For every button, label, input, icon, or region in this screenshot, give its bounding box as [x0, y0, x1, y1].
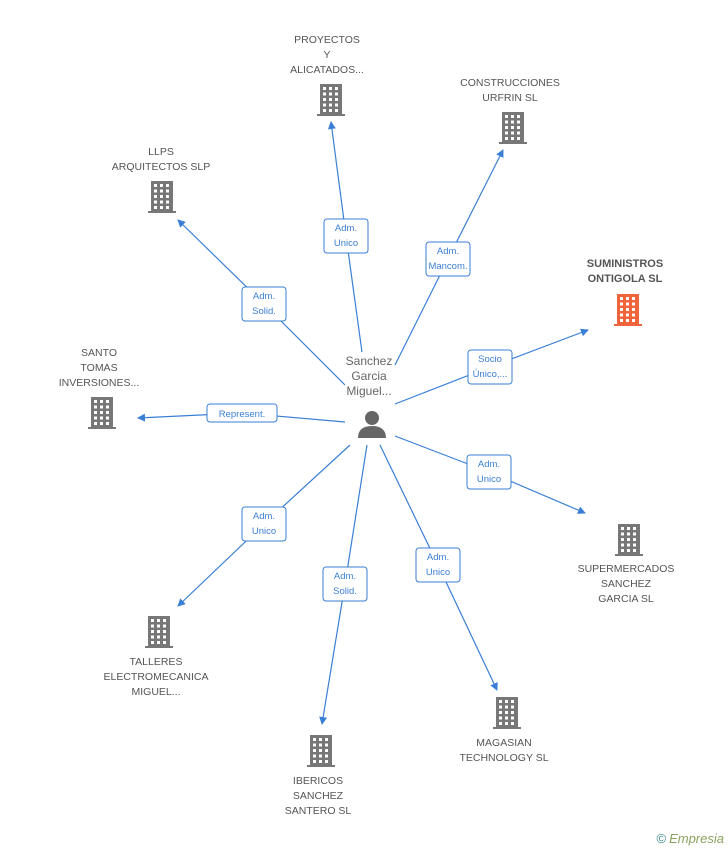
company-label: SANTO [81, 347, 117, 359]
edge-label-badge[interactable]: Adm. Unico [415, 547, 461, 583]
company-node-llps[interactable]: LLPS ARQUITECTOS SLP [112, 146, 210, 213]
edge-label-badge[interactable]: Adm. Unico [241, 506, 287, 542]
company-label: LLPS [148, 146, 174, 158]
edge-label-text: Adm. [334, 571, 356, 582]
edge-label-box [206, 403, 278, 423]
company-node-supermercados[interactable]: SUPERMERCADOS SANCHEZ GARCIA SL [578, 524, 675, 605]
company-node-proyectos[interactable]: PROYECTOS Y ALICATADOS... [290, 34, 364, 116]
edge-label-text: Socio [478, 354, 502, 365]
company-label: Y [323, 49, 330, 61]
company-label: SUMINISTROS [587, 258, 663, 270]
building-icon [307, 735, 335, 767]
company-label: ONTIGOLA SL [588, 273, 663, 285]
person-node[interactable]: SanchezGarciaMiguel... [346, 354, 393, 438]
company-label: ELECTROMECANICA [103, 671, 208, 683]
edge-supermercados: Adm. Unico [394, 435, 586, 514]
edge-label-text: Adm. [427, 552, 449, 563]
company-label: SANCHEZ [293, 790, 344, 802]
edge-label-text: Adm. [478, 459, 500, 470]
edge-label-badge[interactable]: SocioÚnico,... [467, 349, 513, 385]
footer-brand[interactable]: ©Empresia [656, 831, 724, 846]
edge-label-box [241, 286, 287, 322]
edge-label-badge[interactable]: Adm. Solid. [241, 286, 287, 322]
edge-label-text: Represent. [219, 409, 265, 420]
edge-label-text: Adm. [253, 511, 275, 522]
edge-label-box [241, 506, 287, 542]
edge-label-badge[interactable]: Adm. Solid. [322, 566, 368, 602]
company-node-construcciones[interactable]: CONSTRUCCIONES URFRIN SL [460, 77, 560, 144]
person-label: Garcia [351, 369, 387, 383]
company-label: INVERSIONES... [59, 377, 140, 389]
edge-label-text: Unico [426, 567, 450, 578]
building-icon [493, 697, 521, 729]
edge-llps: Adm. Solid. [177, 219, 346, 386]
edge-label-box [425, 241, 471, 277]
edge-label-text: Único,... [473, 369, 508, 380]
edge-label-text: Solid. [252, 306, 276, 317]
company-label: TALLERES [130, 656, 183, 668]
copyright-symbol: © [656, 831, 667, 846]
edge-label-badge[interactable]: Adm. Unico [466, 454, 512, 490]
edge-label-text: Unico [477, 474, 501, 485]
building-icon [148, 181, 176, 213]
edge-label-text: Mancom. [428, 261, 467, 272]
company-label: URFRIN SL [482, 92, 538, 104]
edge-talleres: Adm. Unico [177, 444, 351, 607]
company-node-ibericos[interactable]: IBERICOS SANCHEZ SANTERO SL [285, 735, 352, 817]
company-label: CONSTRUCCIONES [460, 77, 560, 89]
edge-label-box [323, 218, 369, 254]
edge-santo: Represent. [137, 403, 346, 423]
company-node-santo[interactable]: SANTO TOMAS INVERSIONES... [59, 347, 140, 429]
edge-label-badge[interactable]: Adm. Unico [323, 218, 369, 254]
building-icon [614, 294, 642, 326]
edge-label-badge[interactable]: Represent. [206, 403, 278, 423]
company-node-suministros[interactable]: SUMINISTROS ONTIGOLA SL [587, 258, 663, 326]
company-label: PROYECTOS [294, 34, 360, 46]
company-label: TECHNOLOGY SL [459, 752, 548, 764]
person-label: Miguel... [346, 384, 391, 398]
company-label: ARQUITECTOS SLP [112, 161, 210, 173]
building-icon [499, 112, 527, 144]
building-icon [317, 84, 345, 116]
edge-label-text: Unico [334, 238, 358, 249]
building-icon [88, 397, 116, 429]
edge-label-text: Adm. [437, 246, 459, 257]
company-label: SUPERMERCADOS [578, 563, 675, 575]
edge-label-text: Adm. [335, 223, 357, 234]
brand-name: Empresia [669, 831, 724, 846]
company-label: GARCIA SL [598, 593, 654, 605]
edge-construcciones: Adm. Mancom. [394, 149, 504, 366]
person-label: Sanchez [346, 354, 393, 368]
company-label: IBERICOS [293, 775, 343, 787]
building-icon [615, 524, 643, 556]
edge-magasian: Adm. Unico [379, 444, 498, 691]
company-node-talleres[interactable]: TALLERES ELECTROMECANICA MIGUEL... [103, 616, 209, 698]
edge-label-text: Unico [252, 526, 276, 537]
edge-label-badge[interactable]: Adm. Mancom. [425, 241, 471, 277]
company-label: SANCHEZ [601, 578, 652, 590]
edge-label-box [467, 349, 513, 385]
company-label: TOMAS [80, 362, 117, 374]
company-node-magasian[interactable]: MAGASIAN TECHNOLOGY SL [459, 697, 549, 764]
company-label: ALICATADOS... [290, 64, 364, 76]
building-icon [145, 616, 173, 648]
edge-label-box [322, 566, 368, 602]
edge-ibericos: Adm. Solid. [319, 444, 368, 725]
edge-label-box [415, 547, 461, 583]
company-label: MIGUEL... [131, 686, 180, 698]
company-label: MAGASIAN [476, 737, 531, 749]
edge-label-text: Adm. [253, 291, 275, 302]
edge-label-box [466, 454, 512, 490]
person-icon [358, 411, 386, 438]
company-label: SANTERO SL [285, 805, 352, 817]
edge-suministros: SocioÚnico,... [394, 328, 589, 405]
edge-label-text: Solid. [333, 586, 357, 597]
edge-proyectos: Adm. Unico [323, 121, 369, 353]
